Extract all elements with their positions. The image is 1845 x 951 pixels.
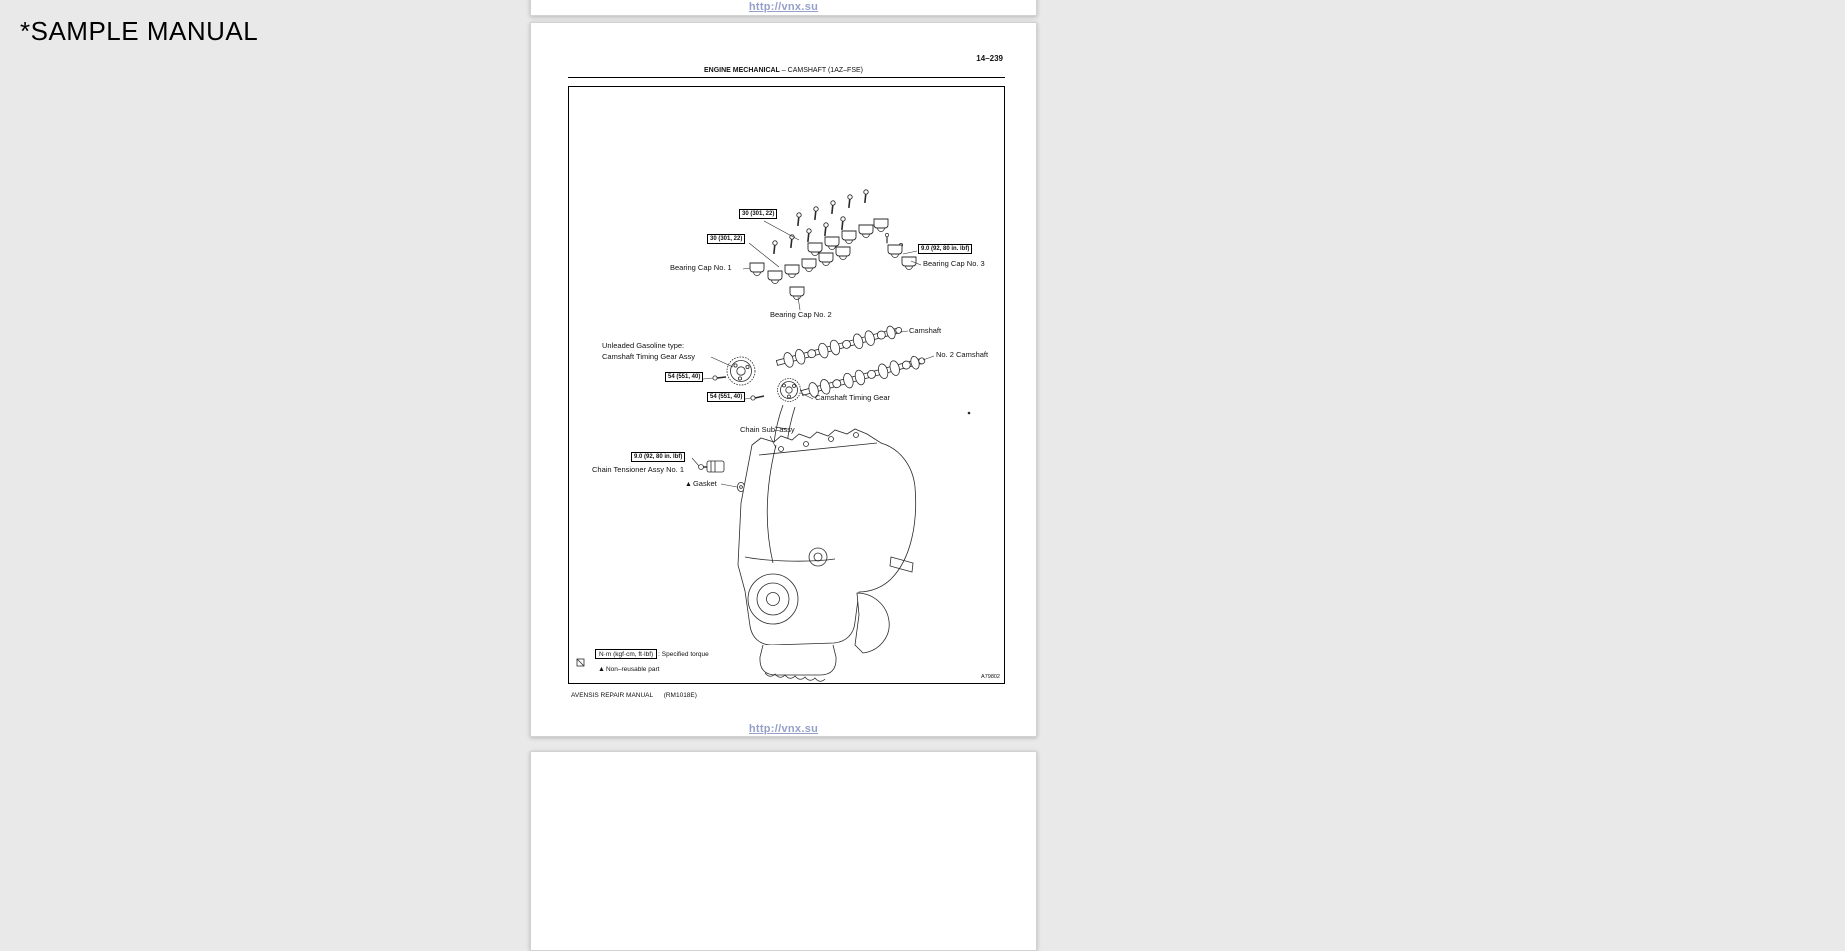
label-bearing-cap-1: Bearing Cap No. 1 bbox=[670, 263, 732, 272]
gasket-illustration bbox=[736, 481, 745, 492]
torque-legend: N·m (kgf·cm, ft·lbf) : Specified torque bbox=[595, 649, 709, 659]
manual-page: 14–239 ENGINE MECHANICAL – CAMSHAFT (1AZ… bbox=[530, 22, 1037, 737]
leader-lines bbox=[691, 220, 935, 488]
label-camshaft-timing-gear-assy: Camshaft Timing Gear Assy bbox=[602, 352, 695, 361]
no2-camshaft-illustration bbox=[800, 355, 926, 398]
torque-spec-box: 30 (301, 22) bbox=[739, 209, 778, 219]
header-separator: – bbox=[781, 67, 786, 74]
gasket-marker-icon: ▲ bbox=[685, 481, 692, 488]
exploded-view-figure: 30 (301, 22) 30 (301, 22) 9.0 (92, 80 in… bbox=[568, 86, 1005, 684]
page-footer: AVENSIS REPAIR MANUAL (RM1018E) bbox=[571, 692, 697, 699]
screenshot-root: { "sample_label": "*SAMPLE MANUAL", "wat… bbox=[20, 0, 1037, 951]
torque-legend-caption: : Specified torque bbox=[658, 650, 709, 658]
bearing-caps bbox=[749, 218, 917, 300]
page-header: ENGINE MECHANICAL – CAMSHAFT (1AZ–FSE) bbox=[531, 67, 1036, 74]
sample-manual-label: *SAMPLE MANUAL bbox=[20, 16, 259, 46]
gear-set-bolts bbox=[712, 375, 765, 401]
watermark-link-bottom[interactable]: http://vnx.su bbox=[748, 723, 819, 735]
label-gasket: ▲Gasket bbox=[685, 479, 717, 489]
footer-manual-code: (RM1018E) bbox=[663, 692, 697, 699]
figure-code: A79802 bbox=[981, 674, 1000, 680]
header-section: ENGINE MECHANICAL bbox=[704, 67, 780, 74]
footer-manual-title: AVENSIS REPAIR MANUAL bbox=[571, 692, 653, 699]
watermark-link-top[interactable]: http://vnx.su bbox=[748, 1, 819, 13]
label-bearing-cap-2: Bearing Cap No. 2 bbox=[770, 310, 832, 319]
label-camshaft: Camshaft bbox=[909, 326, 942, 335]
label-no2-camshaft: No. 2 Camshaft bbox=[936, 350, 989, 359]
previous-page-partial bbox=[530, 0, 1037, 16]
stamp-icon bbox=[576, 658, 585, 667]
torque-spec-box: 54 (551, 40) bbox=[665, 372, 704, 382]
label-camshaft-timing-gear: Camshaft Timing Gear bbox=[815, 393, 891, 402]
camshaft-timing-gear-illustration bbox=[777, 378, 801, 402]
torque-spec-box: 30 (301, 22) bbox=[707, 234, 746, 244]
label-bearing-cap-3: Bearing Cap No. 3 bbox=[923, 259, 985, 268]
label-unleaded-type: Unleaded Gasoline type: bbox=[602, 341, 685, 350]
pdf-page-column: http://vnx.su 14–239 ENGINE MECHANICAL –… bbox=[530, 0, 1037, 951]
non-reusable-marker-icon: ▲ bbox=[598, 666, 605, 673]
torque-spec-box: 54 (551, 40) bbox=[707, 392, 746, 402]
torque-spec-box: 9.0 (92, 80 in. lbf) bbox=[631, 452, 686, 462]
camshaft-timing-gear-assy-illustration bbox=[726, 356, 756, 386]
page-number: 14–239 bbox=[976, 54, 1003, 63]
chain-tensioner-illustration bbox=[698, 460, 725, 473]
engine-block-illustration bbox=[737, 428, 917, 682]
stray-dot bbox=[967, 411, 971, 415]
non-reusable-legend: ▲ Non–reusable part bbox=[598, 666, 659, 673]
label-chain-sub-assy: Chain Sub–assy bbox=[740, 425, 795, 434]
header-topic: CAMSHAFT (1AZ–FSE) bbox=[787, 67, 863, 74]
label-chain-tensioner: Chain Tensioner Assy No. 1 bbox=[592, 465, 684, 474]
header-rule bbox=[568, 77, 1005, 78]
torque-spec-box: 9.0 (92, 80 in. lbf) bbox=[918, 244, 973, 254]
engine-exploded-diagram bbox=[576, 188, 971, 682]
non-reusable-label: Non–reusable part bbox=[605, 666, 660, 673]
torque-unit-box: N·m (kgf·cm, ft·lbf) bbox=[595, 649, 658, 659]
next-page-partial bbox=[530, 751, 1037, 951]
gasket-label-text: Gasket bbox=[692, 479, 717, 488]
camshaft-illustration bbox=[775, 325, 903, 368]
